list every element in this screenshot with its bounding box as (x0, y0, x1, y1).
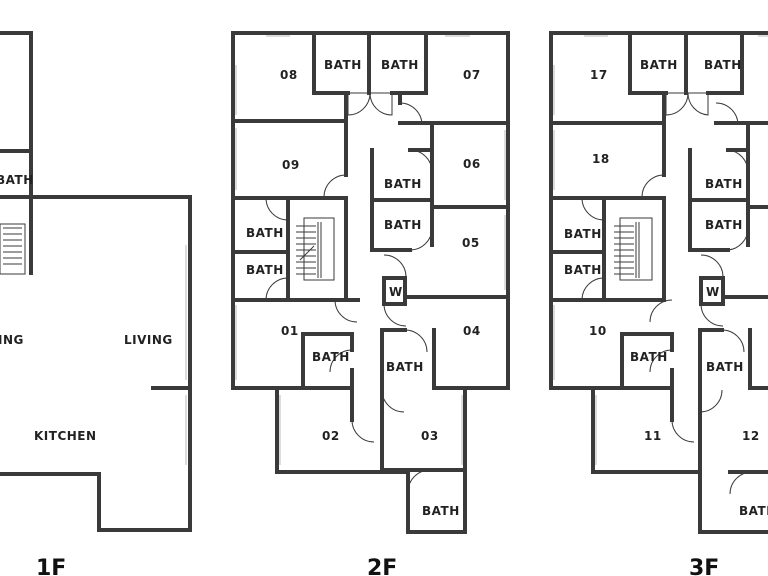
stair-1f (0, 223, 26, 275)
room-label-bath-1f: BATH (0, 173, 34, 187)
room-label-11: 11 (644, 429, 662, 443)
bath-label: BATH (422, 504, 460, 518)
bath-label: BATH (384, 218, 422, 232)
bath-label: BATH (246, 263, 284, 277)
floor-1f: BATH ING LIVING KITCHEN 1F (0, 31, 192, 576)
room-label-10: 10 (589, 324, 607, 338)
room-label-living-left-1f: ING (0, 333, 24, 347)
bath-label: BATH (705, 218, 743, 232)
bath-label: BATH (324, 58, 362, 72)
bath-label: BATH (386, 360, 424, 374)
bath-label: BATH (739, 504, 768, 518)
bath-label: BATH (564, 263, 602, 277)
bath-label: BATH (384, 177, 422, 191)
bath-label: BATH (705, 177, 743, 191)
room-label-17: 17 (590, 68, 608, 82)
floor-label-3f: 3F (689, 556, 719, 576)
stair-2f (296, 217, 335, 281)
room-label-05: 05 (462, 236, 480, 250)
room-label-03: 03 (421, 429, 439, 443)
bath-label: BATH (630, 350, 668, 364)
floor-3f: 17 18 10 11 12 W BATH BATH BATH BATH BAT… (549, 31, 768, 576)
room-label-04: 04 (463, 324, 481, 338)
room-label-12: 12 (742, 429, 760, 443)
room-label-w-3f: W (706, 285, 720, 299)
bath-label: BATH (640, 58, 678, 72)
room-label-08: 08 (280, 68, 298, 82)
room-label-01: 01 (281, 324, 299, 338)
floor-label-2f: 2F (367, 556, 397, 576)
room-label-18: 18 (592, 152, 610, 166)
room-label-02: 02 (322, 429, 340, 443)
bath-label: BATH (312, 350, 350, 364)
room-label-07: 07 (463, 68, 481, 82)
room-label-06: 06 (463, 157, 481, 171)
bath-label: BATH (381, 58, 419, 72)
bath-label: BATH (704, 58, 742, 72)
room-label-kitchen-1f: KITCHEN (34, 429, 97, 443)
stair-3f (614, 217, 653, 281)
floor-label-1f: 1F (36, 556, 66, 576)
room-label-09: 09 (282, 158, 300, 172)
bath-label: BATH (706, 360, 744, 374)
bath-label: BATH (246, 226, 284, 240)
bath-label: BATH (564, 227, 602, 241)
room-label-w-2f: W (389, 285, 403, 299)
floor-2f: 08 07 09 06 05 01 04 02 03 W BATH BATH B… (231, 31, 510, 576)
room-label-living-1f: LIVING (124, 333, 173, 347)
